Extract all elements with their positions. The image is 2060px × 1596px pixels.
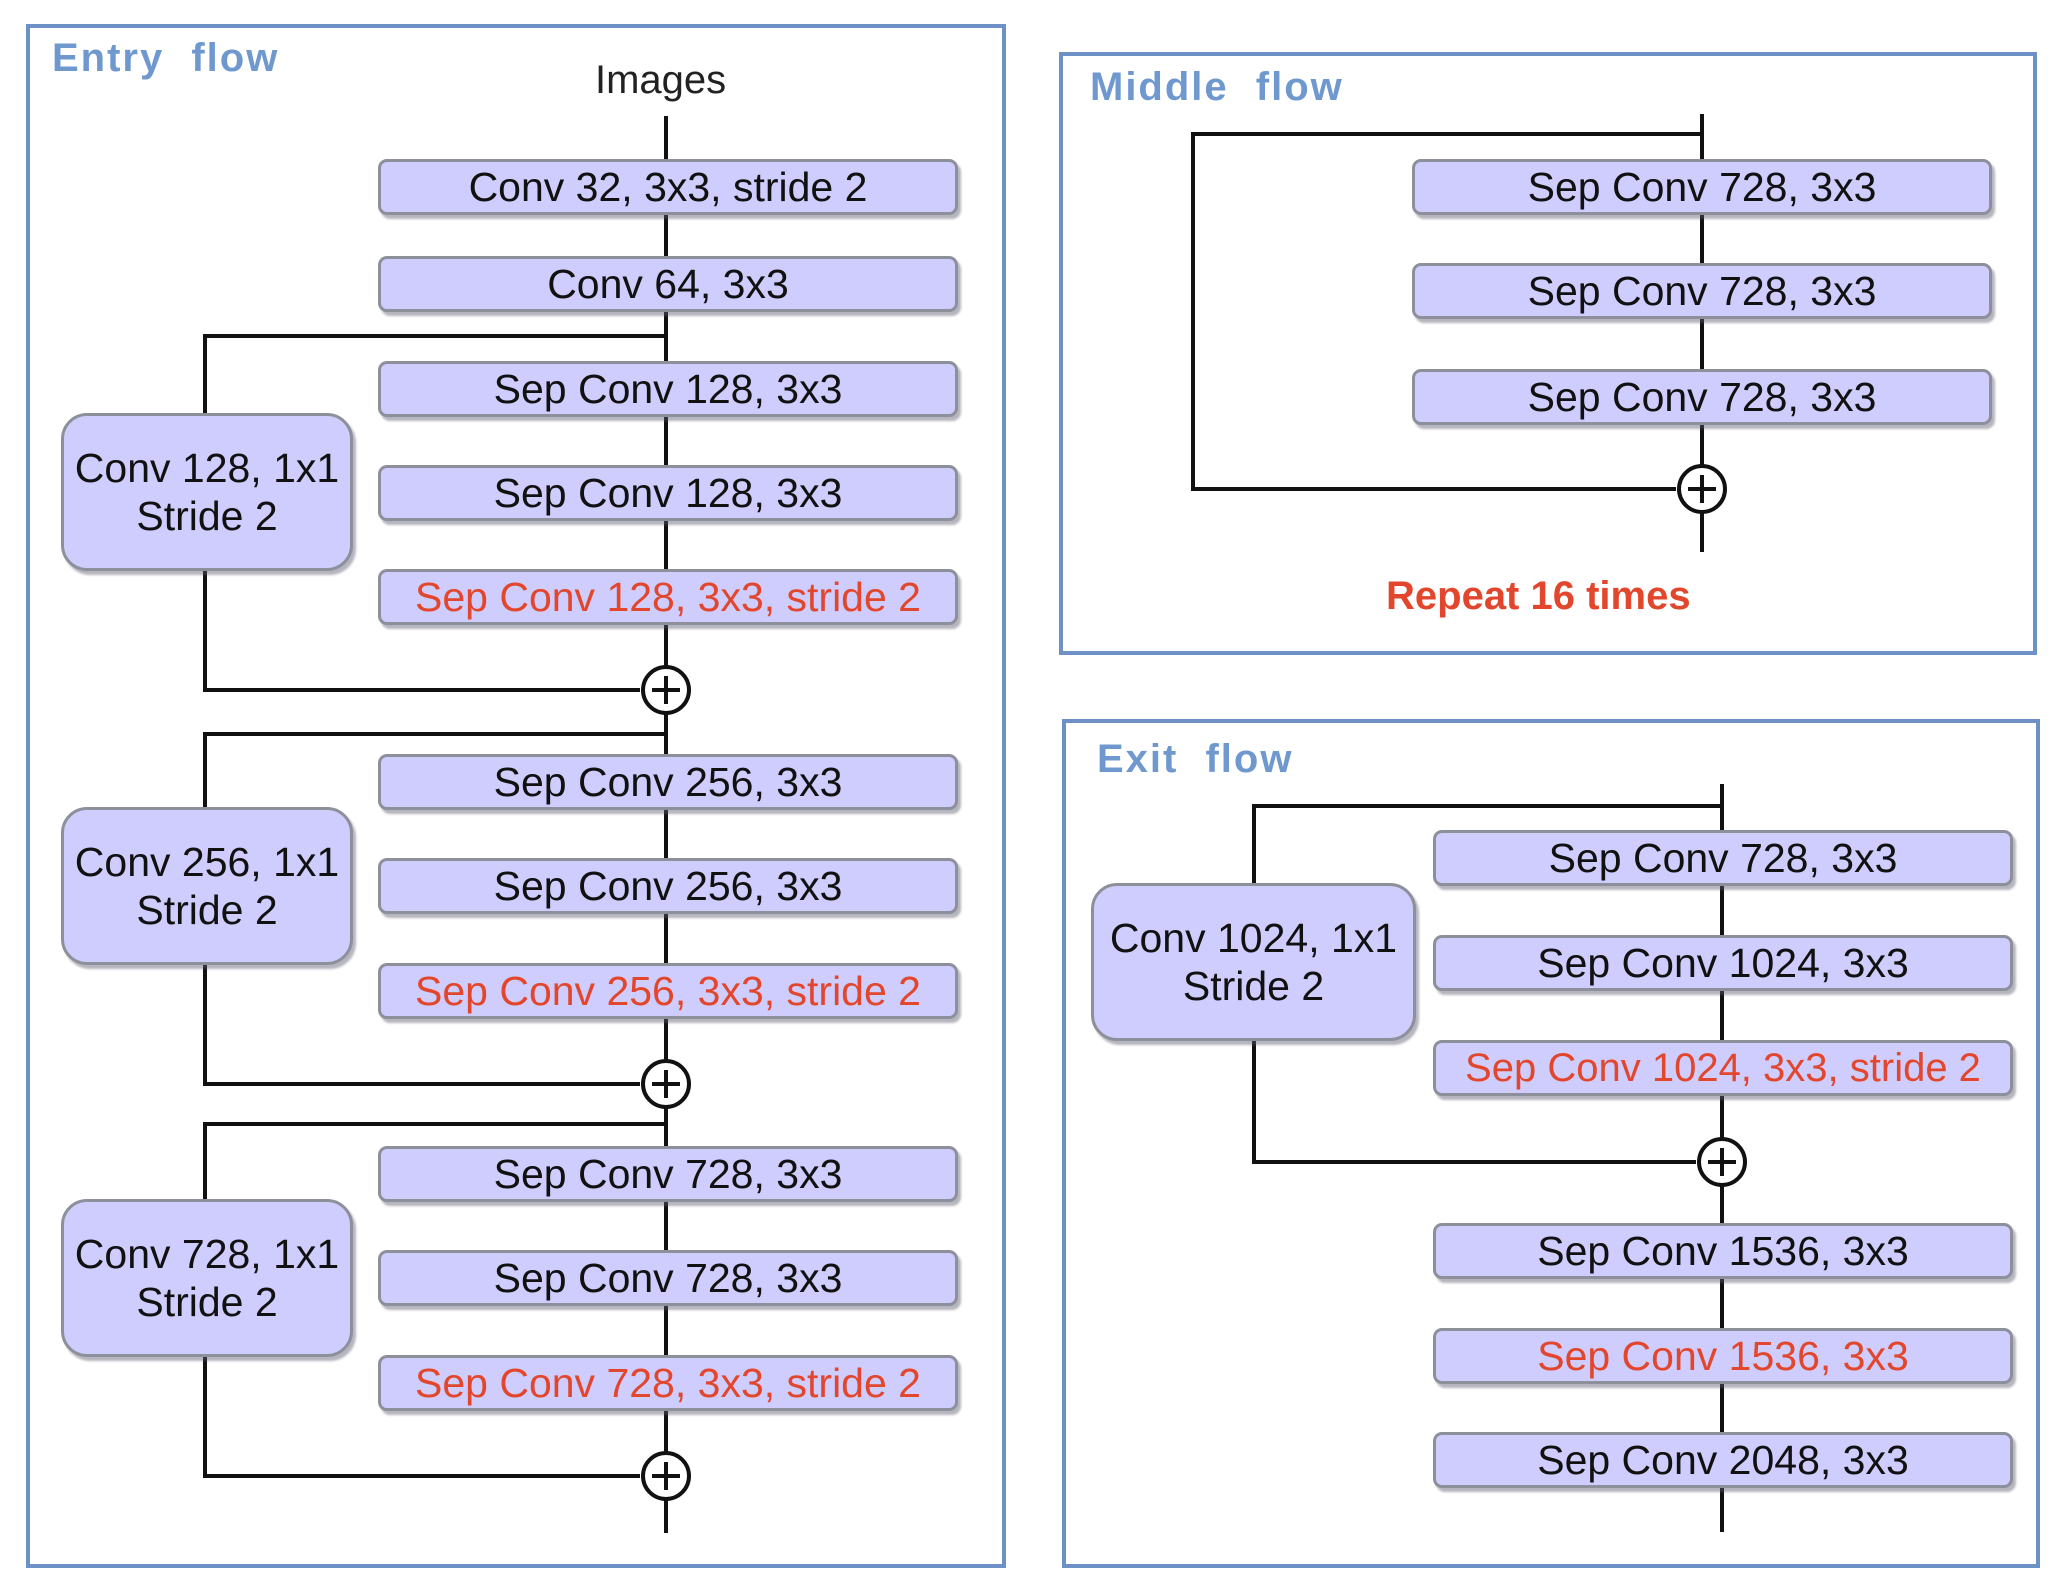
circled-plus-icon [641, 1451, 691, 1501]
middle-block: Sep Conv 728, 3x3 [1412, 369, 1992, 425]
shortcut-line2: Stride 2 [1182, 963, 1325, 1009]
entry-block: Conv 64, 3x3 [378, 256, 958, 312]
shortcut-line1: Conv 1024, 1x1 [1109, 915, 1398, 961]
middle-flow-title: Middle flow [1090, 65, 1344, 109]
shortcut-line1: Conv 728, 1x1 [74, 1231, 340, 1277]
shortcut-line2: Stride 2 [136, 887, 278, 933]
exit-block-highlight: Sep Conv 1536, 3x3 [1433, 1328, 2013, 1384]
circled-plus-icon [1677, 464, 1727, 514]
circled-plus-icon [1697, 1137, 1747, 1187]
entry-block: Sep Conv 128, 3x3 [378, 361, 958, 417]
entry-block: Sep Conv 256, 3x3 [378, 858, 958, 914]
shortcut-line1: Conv 256, 1x1 [74, 839, 340, 885]
shortcut-line2: Stride 2 [136, 1279, 278, 1325]
entry-block-strided: Sep Conv 256, 3x3, stride 2 [378, 963, 958, 1019]
shortcut-line1: Conv 128, 1x1 [74, 445, 340, 491]
circled-plus-icon [641, 1059, 691, 1109]
entry-block: Sep Conv 728, 3x3 [378, 1250, 958, 1306]
circled-plus-icon [641, 665, 691, 715]
entry-block-strided: Sep Conv 728, 3x3, stride 2 [378, 1355, 958, 1411]
exit-block: Sep Conv 1024, 3x3 [1433, 935, 2013, 991]
entry-block: Conv 32, 3x3, stride 2 [378, 159, 958, 215]
entry-block: Sep Conv 728, 3x3 [378, 1146, 958, 1202]
middle-block: Sep Conv 728, 3x3 [1412, 263, 1992, 319]
exit-block: Sep Conv 728, 3x3 [1433, 830, 2013, 886]
entry-block-strided: Sep Conv 128, 3x3, stride 2 [378, 569, 958, 625]
exit-block-strided: Sep Conv 1024, 3x3, stride 2 [1433, 1040, 2013, 1096]
images-input-label: Images [595, 58, 727, 102]
entry-shortcut-block: Conv 128, 1x1 Stride 2 [61, 413, 353, 571]
middle-block: Sep Conv 728, 3x3 [1412, 159, 1992, 215]
shortcut-line2: Stride 2 [136, 493, 278, 539]
entry-flow-title: Entry flow [52, 36, 280, 80]
exit-block: Sep Conv 1536, 3x3 [1433, 1223, 2013, 1279]
entry-shortcut-block: Conv 256, 1x1 Stride 2 [61, 807, 353, 965]
exit-block: Sep Conv 2048, 3x3 [1433, 1432, 2013, 1488]
exit-flow-title: Exit flow [1097, 737, 1294, 781]
entry-block: Sep Conv 256, 3x3 [378, 754, 958, 810]
middle-flow-panel [1059, 52, 2037, 655]
entry-shortcut-block: Conv 728, 1x1 Stride 2 [61, 1199, 353, 1357]
exit-shortcut-block: Conv 1024, 1x1 Stride 2 [1091, 883, 1416, 1041]
entry-block: Sep Conv 128, 3x3 [378, 465, 958, 521]
repeat-label: Repeat 16 times [1386, 574, 1691, 618]
